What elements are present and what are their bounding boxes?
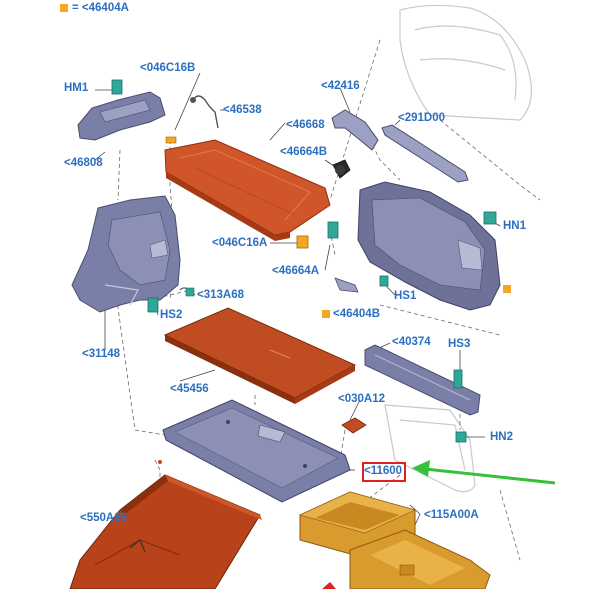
strip-46664a-lower	[334, 277, 359, 293]
highlight-box	[362, 462, 406, 482]
label-hm1[interactable]: HM1	[64, 82, 89, 94]
marker-46404b	[322, 310, 330, 318]
label-hn1[interactable]: HN1	[503, 220, 527, 232]
label-46664b[interactable]: <46664B	[280, 146, 327, 158]
label-46538[interactable]: <46538	[223, 104, 262, 116]
label-hs3[interactable]: HS3	[448, 338, 471, 350]
upper-trim-46808	[77, 79, 166, 141]
clip-313a68	[179, 287, 195, 297]
quarter-trim-31148	[71, 195, 181, 313]
clip-46664a	[327, 221, 339, 239]
label-45456[interactable]: <45456	[170, 383, 209, 395]
indicator-triangle	[322, 582, 336, 589]
label-46808[interactable]: <46808	[64, 157, 103, 169]
legend-swatch	[60, 3, 68, 12]
clip-hs2	[147, 297, 159, 313]
parcel-shelf-46668	[164, 95, 331, 241]
label-11600[interactable]: <11600	[364, 465, 403, 477]
seatback-550a66	[69, 460, 262, 590]
label-46404b[interactable]: <46404B	[333, 308, 380, 320]
label-leaders	[94, 72, 501, 526]
label-hn2[interactable]: HN2	[490, 431, 514, 443]
label-046c16b[interactable]: <046C16B	[140, 62, 196, 74]
label-hs2[interactable]: HS2	[160, 309, 183, 321]
label-030a12[interactable]: <030A12	[338, 393, 385, 405]
strip-291d00	[381, 124, 469, 183]
storage-bins-115a00a	[299, 491, 491, 590]
sill-40374	[364, 344, 481, 443]
tailgate-trim-panel	[357, 181, 511, 311]
label-291d00[interactable]: <291D00	[398, 112, 445, 124]
label-313a68[interactable]: <313A68	[197, 289, 244, 301]
label-550a66[interactable]: <550A66	[80, 512, 127, 524]
label-46664a[interactable]: <46664A	[272, 265, 319, 277]
tailgate-ghost	[384, 4, 533, 493]
legend-text: = <46404A	[72, 1, 129, 14]
pad-030a12	[341, 417, 367, 434]
green-arrow	[412, 460, 556, 485]
floor-tray-11600	[162, 399, 351, 503]
load-floor-45456	[163, 307, 357, 404]
clip-46664b	[332, 159, 351, 179]
label-hs1[interactable]: HS1	[394, 290, 417, 302]
legend: = <46404A	[60, 1, 129, 14]
label-46668[interactable]: <46668	[286, 119, 325, 131]
label-31148[interactable]: <31148	[82, 348, 121, 360]
clip-046c16a	[296, 235, 309, 249]
label-046c16a[interactable]: <046C16A	[212, 237, 268, 249]
label-115a00a[interactable]: <115A00A	[424, 509, 479, 521]
label-42416[interactable]: <42416	[321, 80, 360, 92]
bracket-42416	[331, 109, 379, 151]
label-40374[interactable]: <40374	[392, 336, 431, 348]
